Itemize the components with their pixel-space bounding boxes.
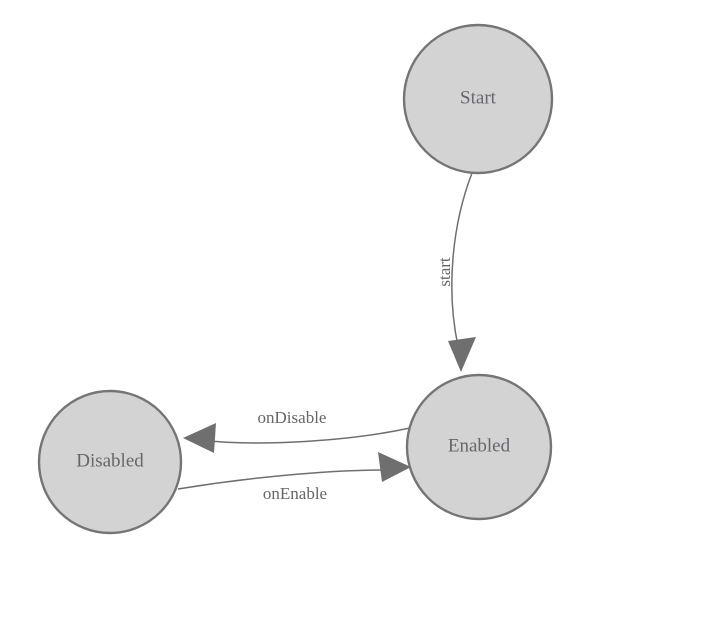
node-enabled[interactable]: Enabled [405, 373, 553, 521]
node-start[interactable]: Start [402, 23, 554, 175]
edge-enabled-to-disabled-path [199, 427, 411, 444]
edge-disabled-to-enabled-path [177, 469, 387, 490]
node-enabled-label: Enabled [448, 435, 511, 456]
node-disabled-shape [37, 389, 183, 535]
edge-enabled-to-disabled-label: onDisable [258, 408, 327, 427]
edge-disabled-to-enabled-arrowhead-icon [378, 452, 411, 482]
edge-enabled-to-disabled[interactable]: onDisable [183, 408, 411, 453]
edge-start-to-enabled-arrowhead-icon [448, 337, 476, 372]
edge-disabled-to-enabled-label: onEnable [263, 484, 327, 503]
edge-enabled-to-disabled-arrowhead-icon [183, 423, 216, 453]
edge-start-to-enabled[interactable]: start [435, 172, 476, 372]
edge-start-to-enabled-label: start [435, 257, 454, 287]
node-disabled-label: Disabled [76, 450, 144, 471]
node-start-label: Start [460, 87, 497, 108]
edge-start-to-enabled-path [451, 172, 473, 347]
node-disabled[interactable]: Disabled [37, 389, 183, 535]
node-enabled-shape [405, 373, 553, 521]
edge-disabled-to-enabled[interactable]: onEnable [177, 452, 411, 503]
node-start-shape [402, 23, 554, 175]
